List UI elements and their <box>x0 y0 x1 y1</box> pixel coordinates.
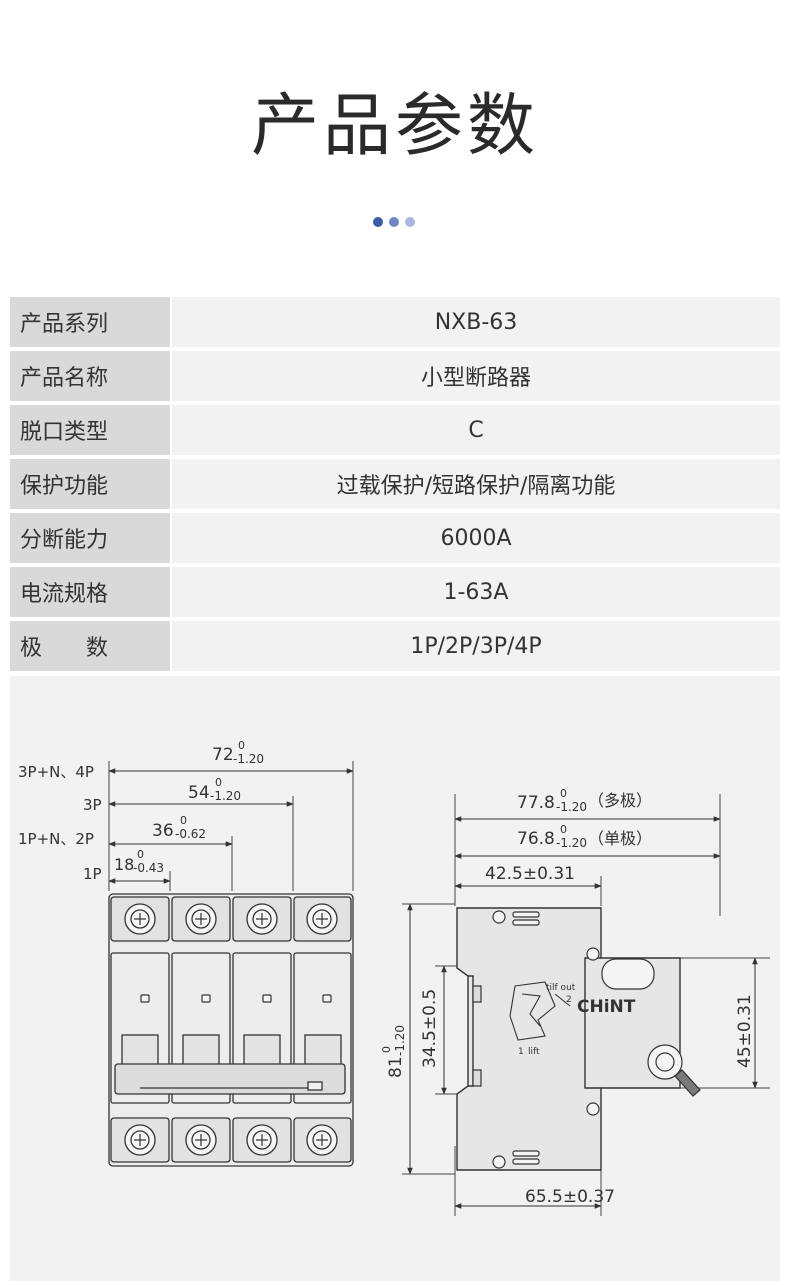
spec-label: 分断能力 <box>10 513 170 563</box>
spec-label: 产品系列 <box>10 297 170 347</box>
rail-height-value: 34.5±0.5 <box>420 989 440 1068</box>
spec-row: 电流规格 1-63A <box>10 567 780 617</box>
depth-single-note: （单极） <box>588 829 652 848</box>
spec-table: 产品系列 NXB-63 产品名称 小型断路器 脱口类型 C 保护功能 过载保护/… <box>10 297 780 675</box>
base-depth-value: 65.5±0.37 <box>525 1187 615 1207</box>
depth-multi-tol-lower: -1.20 <box>556 800 587 814</box>
page-title: 产品参数 <box>250 87 539 166</box>
spec-row: 极 数 1P/2P/3P/4P <box>10 621 780 671</box>
spec-label: 极 数 <box>10 621 170 671</box>
breaker-side-body <box>456 907 681 1171</box>
width-2p-tol-lower: -0.62 <box>175 827 206 841</box>
spec-row: 产品系列 NXB-63 <box>10 297 780 347</box>
height-tol-lower: -1.20 <box>393 1025 407 1056</box>
depth-single-tol-upper: 0 <box>560 823 567 836</box>
spec-value: 过载保护/短路保护/隔离功能 <box>172 459 780 509</box>
pole-label-1p: 1P <box>83 865 102 883</box>
width-1p-value: 18 <box>114 855 134 874</box>
spec-label: 脱口类型 <box>10 405 170 455</box>
side-view: 77.8 0 -1.20 （多极） 76.8 0 -1.20 （单极） 42.5… <box>380 787 770 1216</box>
height-value: 81 <box>386 1056 406 1078</box>
dot-1 <box>373 217 383 227</box>
depth-single-tol-lower: -1.20 <box>556 836 587 850</box>
front-view: 3P+N、4P 3P 1P+N、2P 1P 72 0 -1.20 54 0 -1… <box>18 739 354 1167</box>
spec-value: 6000A <box>172 513 780 563</box>
depth-single-value: 76.8 <box>517 829 555 849</box>
spec-value: C <box>172 405 780 455</box>
pole-label-4p: 3P+N、4P <box>18 763 94 781</box>
depth-multi-note: （多极） <box>588 791 652 810</box>
spec-value: 小型断路器 <box>172 351 780 401</box>
spec-label: 产品名称 <box>10 351 170 401</box>
width-3p-tol-upper: 0 <box>215 776 222 789</box>
number-2-label: 2 <box>566 995 572 1005</box>
spec-label: 电流规格 <box>10 567 170 617</box>
spec-label: 保护功能 <box>10 459 170 509</box>
spec-row: 保护功能 过载保护/短路保护/隔离功能 <box>10 459 780 509</box>
pole-label-3p: 3P <box>83 796 102 814</box>
brand-logo: CHiNT <box>577 997 636 1017</box>
tilt-out-label: tilf out <box>546 983 576 993</box>
spec-value: 1-63A <box>172 567 780 617</box>
depth-multi-tol-upper: 0 <box>560 787 567 800</box>
rail-depth-value: 42.5±0.31 <box>485 864 575 884</box>
width-3p-value: 54 <box>188 783 210 803</box>
section-dots <box>373 217 415 227</box>
dot-3 <box>405 217 415 227</box>
lift-label: lift <box>528 1047 540 1057</box>
width-2p-tol-upper: 0 <box>180 814 187 827</box>
height-tol-upper: 0 <box>380 1046 393 1053</box>
spec-value: NXB-63 <box>172 297 780 347</box>
width-4p-tol-lower: -1.20 <box>233 752 264 766</box>
depth-multi-value: 77.8 <box>517 793 555 813</box>
number-1-label: 1 <box>518 1047 524 1057</box>
dot-2 <box>389 217 399 227</box>
dimension-drawing: 3P+N、4P 3P 1P+N、2P 1P 72 0 -1.20 54 0 -1… <box>18 739 770 1216</box>
width-1p-tol-upper: 0 <box>137 848 144 861</box>
width-4p-tol-upper: 0 <box>238 739 245 752</box>
width-3p-tol-lower: -1.20 <box>210 789 241 803</box>
spec-row: 分断能力 6000A <box>10 513 780 563</box>
width-4p-value: 72 <box>212 745 234 765</box>
spec-row: 产品名称 小型断路器 <box>10 351 780 401</box>
dimension-drawing-panel: 3P+N、4P 3P 1P+N、2P 1P 72 0 -1.20 54 0 -1… <box>10 676 780 1281</box>
width-1p-tol-lower: -0.43 <box>133 861 164 875</box>
pole-label-2p: 1P+N、2P <box>18 830 94 848</box>
breaker-front-body <box>108 893 354 1167</box>
width-2p-value: 36 <box>152 821 174 841</box>
spec-row: 脱口类型 C <box>10 405 780 455</box>
spec-value: 1P/2P/3P/4P <box>172 621 780 671</box>
release-mechanism-mark <box>509 981 571 1041</box>
front-height-value: 45±0.31 <box>735 994 755 1068</box>
